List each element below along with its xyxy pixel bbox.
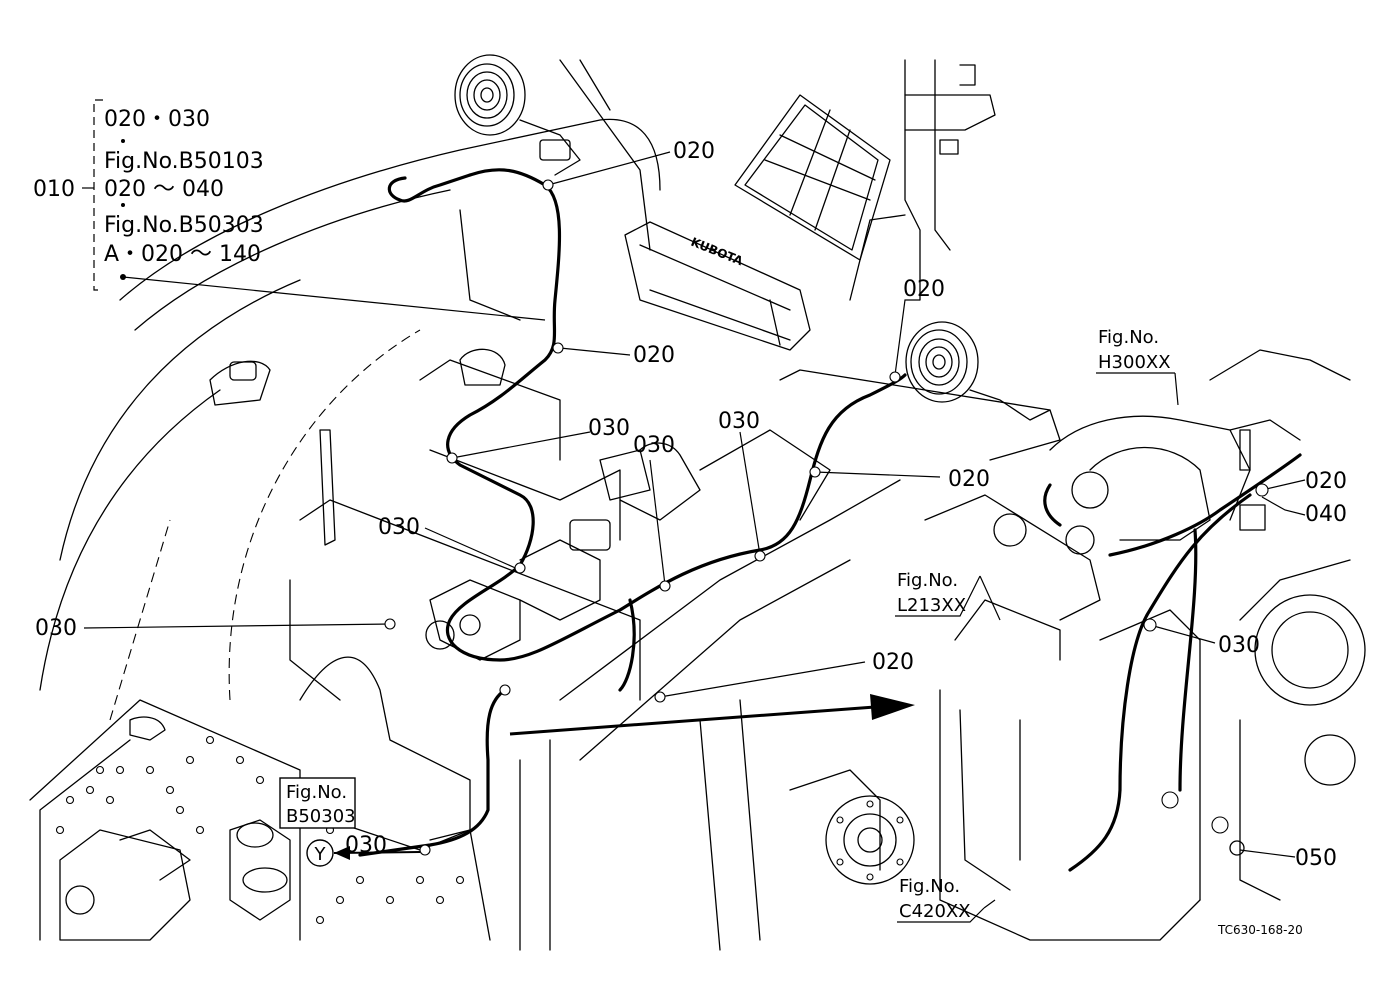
fig-ref-h300: Fig.No. H300XX [1096, 327, 1175, 374]
assembly-ref: 010 [33, 177, 75, 202]
seat-and-rops [734, 59, 996, 301]
callout-040: 040 [1305, 502, 1347, 527]
bracket-line-1: 020・030 [104, 107, 210, 132]
bracket-line-3: 020 ～ 040 [104, 177, 224, 202]
emblem-text: KUBOTA [689, 235, 746, 269]
callout-050: 050 [1295, 846, 1337, 871]
fig-ref-b50303-marker: Y [314, 844, 327, 865]
fig-ref-c420-line1: Fig.No. [899, 876, 960, 897]
callout-020-mid: 020 [633, 343, 675, 368]
hydraulic-controls [319, 348, 651, 661]
chassis-frame [289, 359, 1061, 951]
view-arrow [509, 694, 915, 736]
fig-ref-b50303: Fig.No. B50303 Y [279, 777, 421, 867]
callout-030-f: 030 [1218, 633, 1260, 658]
rear-transmission [924, 349, 1366, 941]
callout-020-right: 020 [948, 467, 990, 492]
drawing-code: TC630-168-20 [1217, 923, 1303, 937]
bracket-line-4: Fig.No.B50303 [104, 213, 264, 238]
callout-030-g: 030 [345, 833, 387, 858]
bracket-line-2: Fig.No.B50103 [104, 149, 264, 174]
callout-020-top: 020 [673, 139, 715, 164]
fig-ref-c420-line2: C420XX [899, 901, 971, 922]
callout-020-lamp-right: 020 [903, 277, 945, 302]
callout-030-b: 030 [633, 433, 675, 458]
fig-ref-c420: Fig.No. C420XX [897, 876, 985, 923]
fig-ref-l213-line2: L213XX [897, 595, 966, 616]
work-lamp-right [905, 321, 1051, 421]
callout-030-e: 030 [35, 616, 77, 641]
fig-ref-b50303-line2: B50303 [286, 806, 356, 827]
callout-leaders [83, 151, 1306, 909]
floor-holes [55, 735, 465, 925]
fender-outline [39, 59, 661, 721]
work-lamp-left [454, 54, 581, 176]
callout-030-d: 030 [378, 515, 420, 540]
rear-axle-flange [789, 769, 915, 885]
clamps [384, 179, 1269, 856]
lower-left-assembly [59, 819, 291, 941]
assembly-bracket: 010 020・030 Fig.No.B50103 020 ～ 040 Fig.… [33, 99, 546, 321]
fig-ref-h300-line2: H300XX [1098, 352, 1171, 373]
callout-labels: 020 020 020 020 020 020 030 030 030 030 … [35, 139, 1347, 871]
callout-020-lower: 020 [872, 650, 914, 675]
callout-030-c: 030 [718, 409, 760, 434]
fig-ref-l213: Fig.No. L213XX [895, 570, 981, 617]
fig-ref-h300-line1: Fig.No. [1098, 327, 1159, 348]
toolbox: KUBOTA [624, 221, 811, 351]
callout-020-far-right: 020 [1305, 469, 1347, 494]
fig-ref-l213-line1: Fig.No. [897, 570, 958, 591]
bracket-line-5: A・020 ～ 140 [104, 242, 261, 267]
fig-ref-b50303-line1: Fig.No. [286, 782, 347, 803]
callout-030-a: 030 [588, 416, 630, 441]
